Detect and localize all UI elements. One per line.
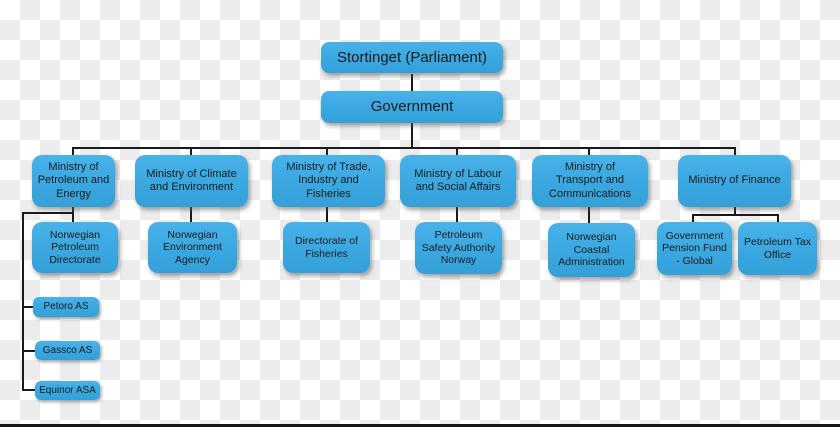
connector-split-pension-fund: [692, 214, 694, 222]
image-bottom-edge: [0, 424, 840, 427]
node-ministry-labour-social-affairs: Ministry of Labour and Social Affairs: [400, 155, 516, 207]
connector-petroleum-left-branch: [22, 212, 74, 214]
connector-trunk-equinor: [22, 389, 36, 391]
connector-government-bus: [411, 123, 413, 148]
connector-subsidiaries-trunk: [22, 212, 24, 391]
connector-bus-ministry-transport: [588, 147, 590, 155]
node-equinor-asa: Equinor ASA: [35, 381, 100, 400]
connector-bus-ministry-petroleum: [72, 147, 74, 155]
node-petoro-as: Petoro AS: [33, 297, 99, 317]
connector-split-tax-office: [777, 214, 779, 222]
node-government-pension-fund-global: Government Pension Fund - Global: [657, 222, 732, 275]
connector-labour-safety-authority: [456, 207, 458, 222]
connector-finance-down: [734, 207, 736, 216]
connector-bus-ministry-labour: [456, 147, 458, 155]
connector-trade-fisheries: [326, 207, 328, 222]
connector-finance-split: [692, 214, 779, 216]
node-ministry-trade-industry-fisheries: Ministry of Trade, Industry and Fisherie…: [272, 155, 385, 207]
node-ministry-climate-environment: Ministry of Climate and Environment: [135, 155, 248, 207]
node-gassco-as: Gassco AS: [35, 341, 100, 360]
node-petroleum-safety-authority-norway: Petroleum Safety Authority Norway: [415, 222, 502, 274]
node-norwegian-coastal-administration: Norwegian Coastal Administration: [548, 223, 635, 277]
connector-climate-environment-agency: [190, 207, 192, 222]
node-ministry-petroleum-energy: Ministry of Petroleum and Energy: [32, 155, 115, 207]
connector-bus-ministry-finance: [734, 147, 736, 155]
connector-bus-ministry-climate: [190, 147, 192, 155]
node-ministry-transport-communications: Ministry of Transport and Communications: [532, 155, 648, 207]
node-norwegian-petroleum-directorate: Norwegian Petroleum Directorate: [32, 222, 118, 273]
node-petroleum-tax-office: Petroleum Tax Office: [738, 222, 817, 275]
connector-stortinget-government: [411, 74, 413, 91]
connector-transport-coastal: [588, 207, 590, 223]
node-directorate-of-fisheries: Directorate of Fisheries: [283, 222, 370, 273]
connector-ministries-bus: [72, 147, 736, 149]
connector-trunk-gassco: [22, 350, 36, 352]
node-norwegian-environment-agency: Norwegian Environment Agency: [148, 222, 237, 273]
node-stortinget-parliament: Stortinget (Parliament): [321, 42, 503, 73]
node-ministry-finance: Ministry of Finance: [678, 155, 791, 207]
connector-bus-ministry-trade: [326, 147, 328, 155]
node-government: Government: [321, 91, 503, 123]
connector-petroleum-npd: [72, 207, 74, 222]
connector-trunk-petoro: [22, 306, 34, 308]
